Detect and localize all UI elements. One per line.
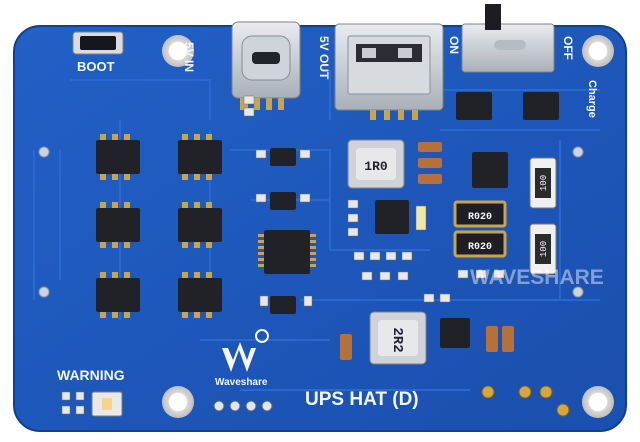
charge-label: Charge <box>586 80 598 118</box>
warning-label: WARNING <box>57 367 125 383</box>
usb-c-in-label: 5V IN <box>182 42 196 73</box>
boot-button <box>72 31 124 55</box>
tssop-ic <box>258 230 316 274</box>
waveshare-logo <box>222 329 269 372</box>
shunt-resistors <box>453 200 507 258</box>
inductor-2r2 <box>369 311 427 365</box>
inductor-1r0-label: 1R0 <box>364 159 388 174</box>
capacitors-large <box>529 157 557 275</box>
test-pads <box>213 400 273 412</box>
shunt-resistor-2-label: R020 <box>468 242 492 253</box>
inductor-1r0 <box>347 139 405 189</box>
switch-on-label: ON <box>447 36 461 54</box>
watermark-text: WAVESHARE <box>470 266 604 289</box>
power-switch <box>461 4 555 73</box>
passive-components <box>61 95 514 415</box>
capacitor-2-label: 100 <box>539 241 549 257</box>
small-ics <box>270 92 559 348</box>
pcb-board <box>13 25 627 432</box>
mounting-holes <box>162 35 614 418</box>
usb-a-out-label: 5V OUT <box>317 36 331 80</box>
usb-c-port <box>231 21 301 110</box>
mosfet-array <box>96 140 222 312</box>
boot-label: BOOT <box>77 59 115 74</box>
switch-off-label: OFF <box>561 36 575 60</box>
product-name: UPS HAT (D) <box>305 389 419 410</box>
inductor-2r2-label: 2R2 <box>389 327 405 352</box>
pogo-pins <box>481 385 570 417</box>
capacitor-1-label: 100 <box>539 175 549 191</box>
warning-led <box>91 391 123 417</box>
edge-vias <box>38 146 584 298</box>
logo-text: Waveshare <box>215 377 268 388</box>
shunt-resistor-1-label: R020 <box>468 212 492 223</box>
mosfet-pins <box>100 134 212 318</box>
usb-a-port <box>334 23 444 120</box>
